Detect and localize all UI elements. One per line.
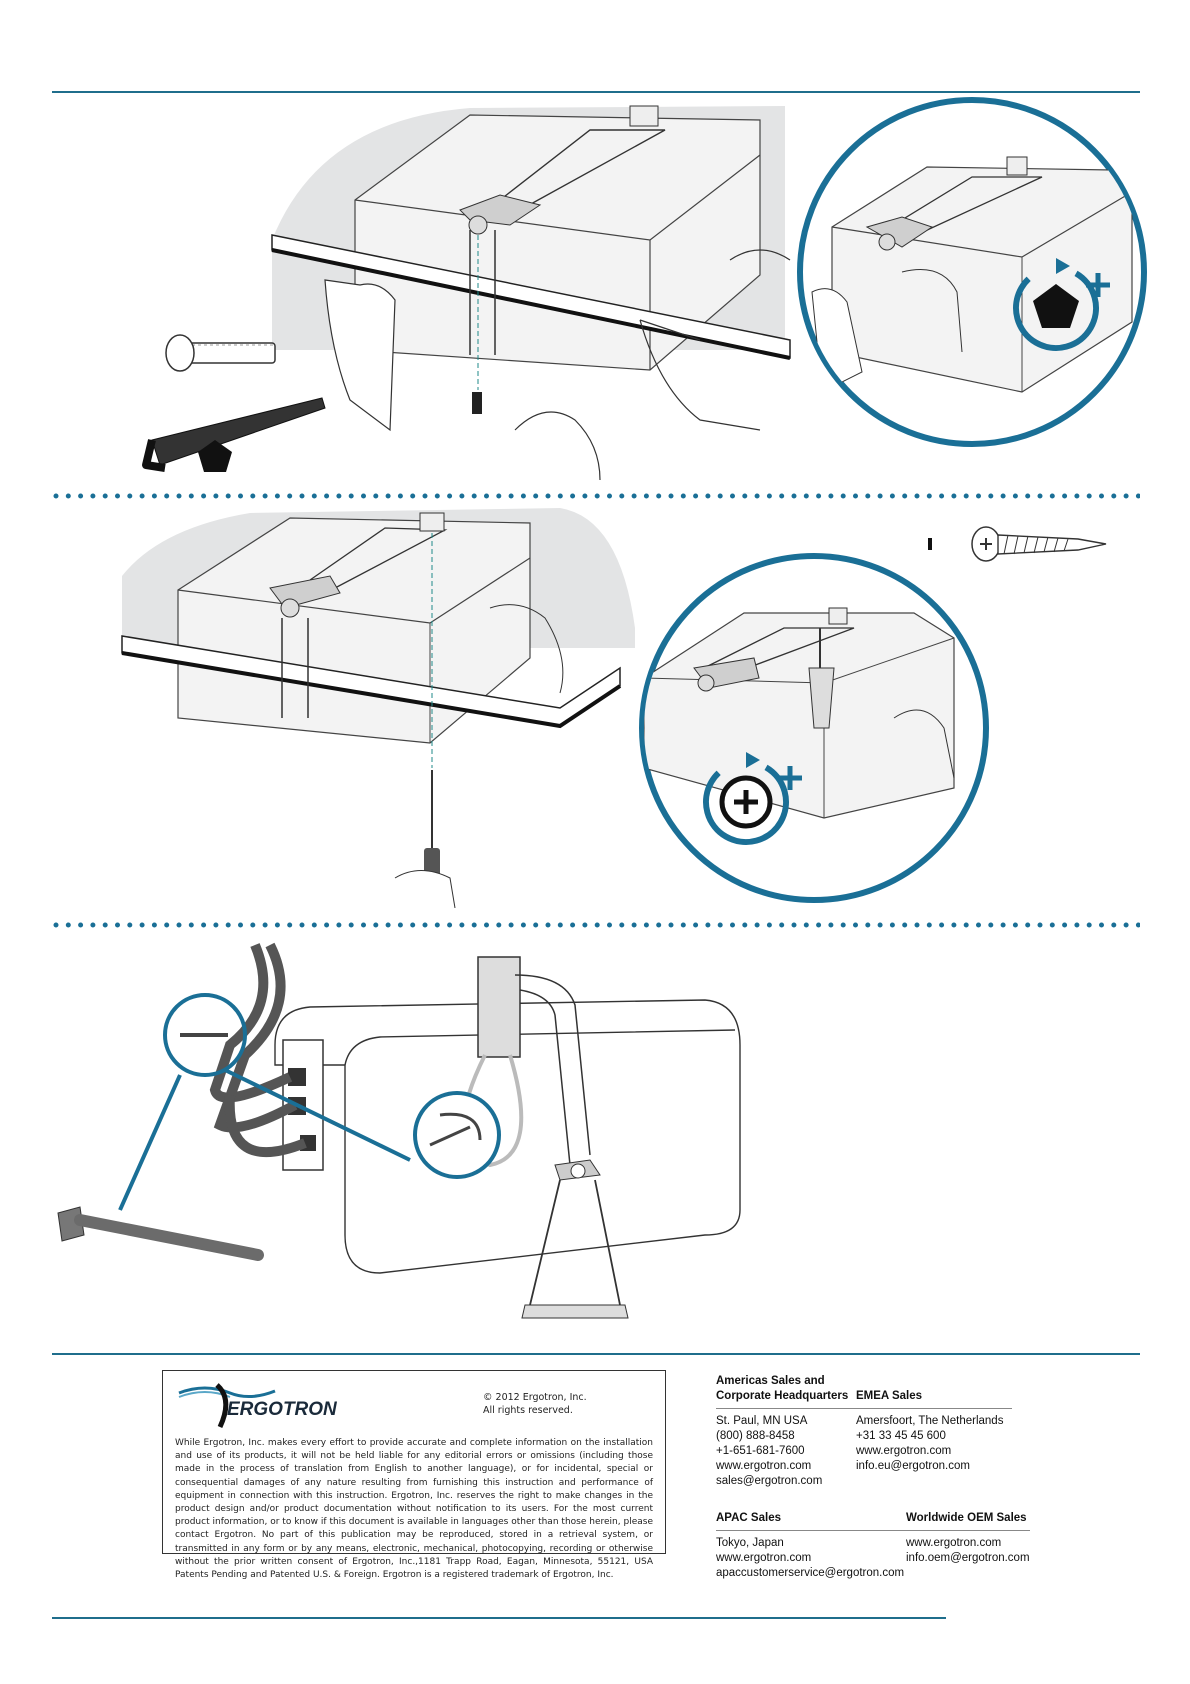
wood-screw-icon: [928, 526, 1107, 562]
emea-line: info.eu@ergotron.com: [856, 1460, 970, 1472]
contact-oem: Worldwide OEM Sales www.ergotron.com inf…: [900, 1511, 1036, 1566]
dotted-divider-2: [53, 922, 1140, 928]
americas-line: (800) 888-8458: [716, 1430, 795, 1442]
americas-line: +1-651-681-7600: [716, 1445, 805, 1457]
step1-zoom-circle: [797, 97, 1147, 447]
footer-top-rule: [52, 1353, 1140, 1355]
cable-tie-icon: [57, 1206, 264, 1261]
bottom-rule: [52, 1617, 946, 1619]
copyright-line-2: All rights reserved.: [483, 1405, 573, 1416]
dotted-divider-1: [53, 493, 1140, 499]
allen-key-icon: [142, 397, 326, 472]
americas-line: St. Paul, MN USA: [716, 1415, 808, 1427]
step1-rotate-plus-icon: [1013, 258, 1110, 351]
oem-line: info.oem@ergotron.com: [906, 1552, 1030, 1564]
ergotron-logo: ERGOTRON: [175, 1379, 365, 1431]
emea-line: +31 33 45 45 600: [856, 1430, 946, 1442]
americas-heading-2: Corporate Headquarters: [716, 1390, 849, 1402]
apac-line: apaccustomerservice@ergotron.com: [716, 1567, 905, 1579]
logo-text: ERGOTRON: [227, 1399, 338, 1420]
emea-line: Amersfoort, The Netherlands: [856, 1415, 1004, 1427]
oem-heading: Worldwide OEM Sales: [906, 1512, 1027, 1524]
bolt-icon: [165, 334, 276, 372]
oem-line: www.ergotron.com: [906, 1537, 1002, 1549]
pentagon-icon: [198, 440, 232, 472]
copyright-line-1: © 2012 Ergotron, Inc.: [483, 1392, 587, 1403]
contact-americas: Americas Sales and Corporate Headquarter…: [716, 1374, 856, 1489]
copyright: © 2012 Ergotron, Inc. All rights reserve…: [483, 1391, 643, 1417]
disclaimer-text: While Ergotron, Inc. makes every effort …: [175, 1438, 653, 1581]
contact-emea: EMEA Sales Amersfoort, The Netherlands +…: [850, 1389, 1026, 1474]
step2-illustration: [121, 508, 635, 908]
americas-line: sales@ergotron.com: [716, 1475, 823, 1487]
contact-apac: APAC Sales Tokyo, Japan www.ergotron.com…: [716, 1511, 1030, 1581]
step2-zoom-circle: [639, 553, 989, 903]
americas-heading-1: Americas Sales and: [716, 1375, 825, 1387]
apac-line: www.ergotron.com: [716, 1552, 812, 1564]
americas-line: www.ergotron.com: [716, 1460, 812, 1472]
step2-rotate-plus-icon: [703, 752, 802, 845]
step1-illustration: [142, 105, 791, 481]
legal-box: ERGOTRON © 2012 Ergotron, Inc. All right…: [162, 1370, 666, 1580]
apac-heading: APAC Sales: [716, 1512, 781, 1524]
apac-line: Tokyo, Japan: [716, 1537, 784, 1549]
emea-heading: EMEA Sales: [856, 1390, 923, 1402]
step3-illustration: [57, 942, 741, 1319]
emea-line: www.ergotron.com: [856, 1445, 952, 1457]
top-rule: [52, 91, 1140, 93]
